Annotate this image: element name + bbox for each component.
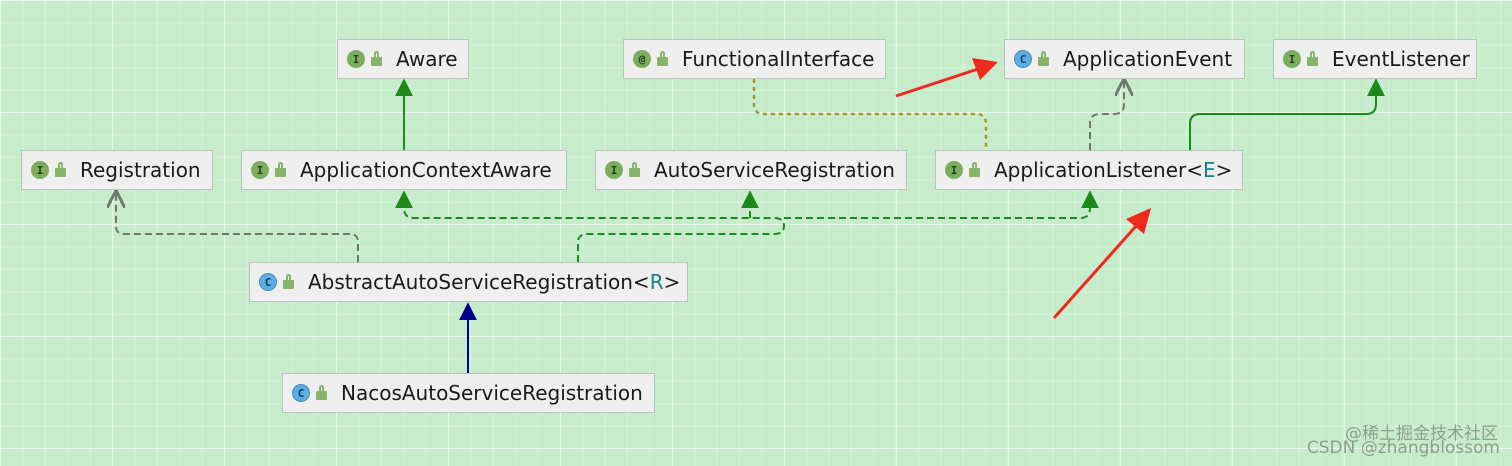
interface-icon: I <box>251 161 269 179</box>
node-application-context-aware[interactable]: I ApplicationContextAware <box>241 150 567 190</box>
public-lock-icon <box>283 273 294 289</box>
type-param: E <box>1202 158 1216 182</box>
interface-icon: I <box>347 50 365 68</box>
node-application-listener[interactable]: I ApplicationListener<E> <box>935 150 1243 190</box>
node-nacos-auto-service-registration[interactable]: C NacosAutoServiceRegistration <box>282 373 655 413</box>
type-close: > <box>1215 158 1233 182</box>
public-lock-icon <box>55 161 66 177</box>
class-icon: C <box>259 273 277 291</box>
public-lock-icon <box>275 161 286 177</box>
node-application-event[interactable]: C ApplicationEvent <box>1004 39 1245 79</box>
watermark-line-1: @稀土掘金技术社区 <box>1345 424 1498 444</box>
node-label: Registration <box>80 158 201 182</box>
highlight-arrow-bottom <box>1052 208 1151 319</box>
edge-functionalinterface-annotation <box>752 78 988 152</box>
node-registration[interactable]: I Registration <box>21 150 213 190</box>
public-lock-icon <box>629 161 640 177</box>
public-lock-icon <box>371 50 382 66</box>
public-lock-icon <box>969 161 980 177</box>
node-label: AutoServiceRegistration <box>654 158 895 182</box>
annotation-icon: @ <box>633 50 651 68</box>
highlight-arrow-top <box>895 58 998 98</box>
public-lock-icon <box>316 384 327 400</box>
interface-icon: I <box>1283 50 1301 68</box>
type-open: < <box>632 270 650 294</box>
node-label: Aware <box>396 47 458 71</box>
node-label: ApplicationEvent <box>1063 47 1233 71</box>
node-label: EventListener <box>1332 47 1470 71</box>
edge-abstract-to-applicationlistener <box>784 190 1099 219</box>
type-open: < <box>1186 158 1203 182</box>
watermark-line-2: CSDN @zhangblossom <box>1306 438 1500 458</box>
interface-icon: I <box>605 161 623 179</box>
type-param: R <box>649 270 664 294</box>
node-label: ApplicationListener <box>994 158 1187 182</box>
node-event-listener[interactable]: I EventListener <box>1273 39 1477 79</box>
watermark: @稀土掘金技术社区 CSDN @zhangblossom <box>1306 425 1500 458</box>
node-label: FunctionalInterface <box>682 47 875 71</box>
type-close: > <box>663 270 681 294</box>
class-icon: C <box>1014 50 1032 68</box>
edge-applicationlistener-to-eventlistener <box>1189 78 1385 150</box>
interface-icon: I <box>31 161 49 179</box>
edge-applicationlistener-to-applicationevent <box>1089 80 1124 150</box>
public-lock-icon <box>1307 50 1318 66</box>
public-lock-icon <box>657 50 668 66</box>
node-aware[interactable]: I Aware <box>337 39 469 79</box>
node-label: ApplicationContextAware <box>300 158 552 182</box>
node-label: NacosAutoServiceRegistration <box>341 381 643 405</box>
node-functional-interface[interactable]: @ FunctionalInterface <box>623 39 886 79</box>
class-icon: C <box>292 384 310 402</box>
public-lock-icon <box>1038 50 1049 66</box>
node-abstract-auto-service-registration[interactable]: C AbstractAutoServiceRegistration<R> <box>249 262 688 302</box>
node-auto-service-registration[interactable]: I AutoServiceRegistration <box>595 150 907 190</box>
node-label: AbstractAutoServiceRegistration <box>308 270 633 294</box>
edge-abstract-to-applicationcontextaware <box>395 190 786 262</box>
edge-abstract-to-registration <box>116 192 359 262</box>
interface-icon: I <box>945 161 963 179</box>
